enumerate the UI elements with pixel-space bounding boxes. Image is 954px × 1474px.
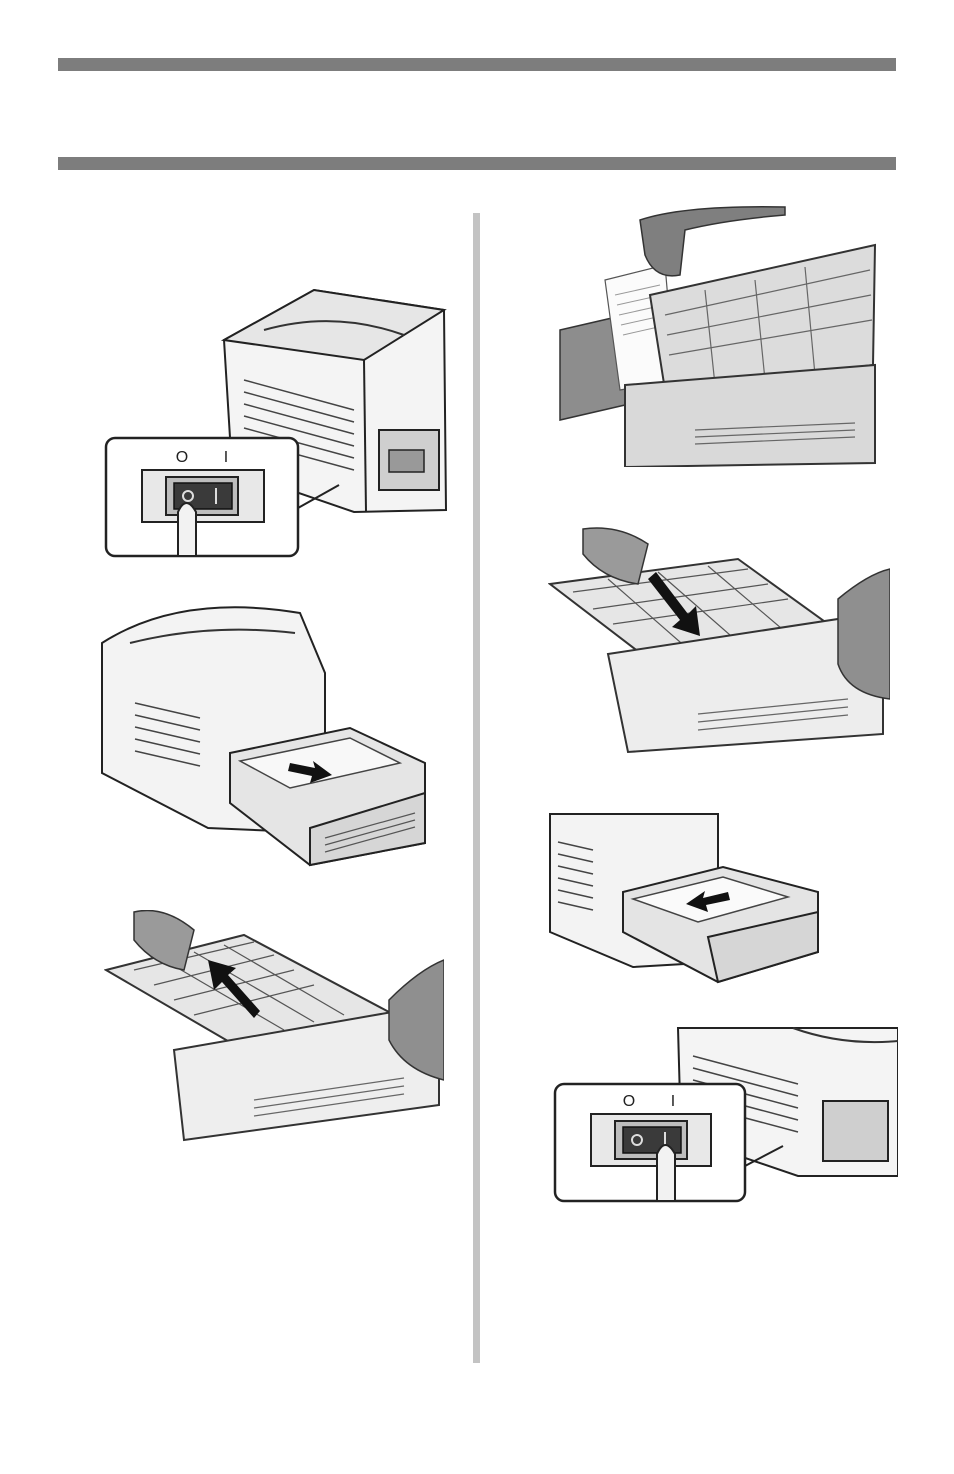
finger-icon: [178, 503, 196, 556]
switch-on-mark: I: [671, 1093, 675, 1110]
finger-icon: [657, 1145, 675, 1201]
figure-power-on: O I: [553, 1026, 898, 1204]
switch-off-mark: O: [176, 449, 188, 466]
figure-push-in-duplex: [548, 812, 825, 986]
figure-remove-jammed-paper: [555, 205, 883, 467]
switch-off-mark: O: [623, 1093, 635, 1110]
figure-close-duplex-cover: [548, 524, 890, 756]
hand-icon-right: [838, 569, 890, 699]
figure-open-duplex-cover: [104, 910, 444, 1146]
hand-icon: [640, 207, 785, 276]
column-divider: [473, 213, 480, 1363]
header-top-rule: [58, 58, 896, 71]
switch-on-mark: I: [224, 449, 228, 466]
header-bottom-rule: [58, 157, 896, 170]
figure-pull-out-duplex: [100, 603, 433, 870]
figure-power-off: O I: [104, 280, 450, 558]
hand-icon: [583, 528, 648, 584]
